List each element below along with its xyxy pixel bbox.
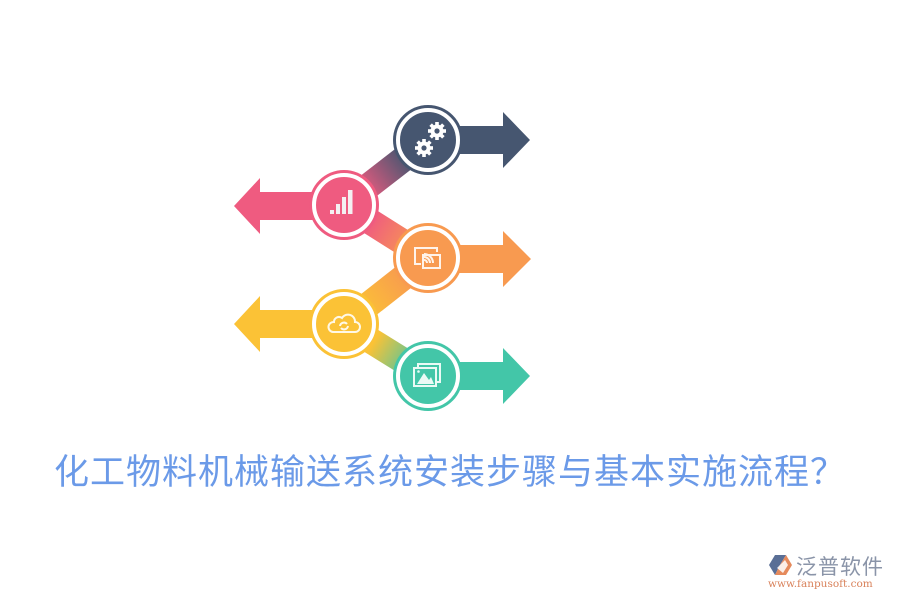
step-3-node bbox=[393, 223, 463, 293]
step-2-node bbox=[309, 170, 379, 240]
screen-cast-icon bbox=[414, 247, 441, 269]
bar-chart-icon bbox=[330, 190, 353, 214]
page-title: 化工物料机械输送系统安装步骤与基本实施流程？ bbox=[53, 453, 846, 493]
gears-icon bbox=[415, 122, 446, 157]
image-gallery-icon bbox=[413, 363, 441, 387]
step-5-node bbox=[393, 341, 463, 411]
fanpu-logo[interactable]: 泛普软件 www.fanpusoft.com bbox=[766, 551, 896, 591]
step-1-node bbox=[393, 105, 463, 175]
cloud-sync-icon bbox=[327, 313, 361, 333]
step-4-node bbox=[309, 289, 379, 359]
logo-name: 泛普软件 bbox=[796, 555, 884, 579]
logo-url: www.fanpusoft.com bbox=[768, 578, 873, 590]
fanpu-logo-icon bbox=[769, 555, 792, 575]
